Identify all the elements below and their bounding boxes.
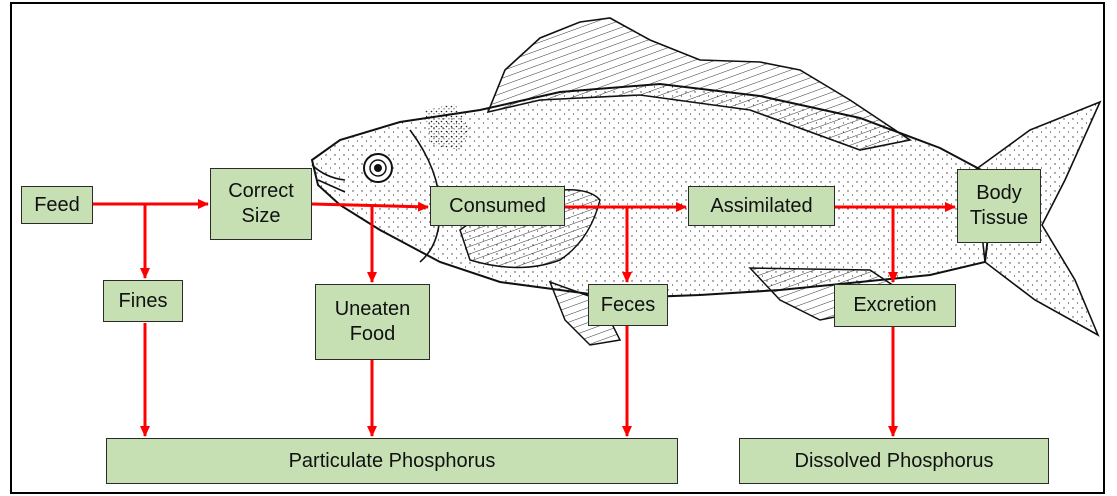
node-feces: Feces <box>588 284 668 326</box>
node-uneaten-food: Uneaten Food <box>315 284 430 360</box>
node-particulate-phosphorus: Particulate Phosphorus <box>106 438 678 484</box>
node-excretion: Excretion <box>834 284 956 327</box>
fish-body <box>312 84 990 298</box>
node-correct-size: Correct Size <box>210 168 312 240</box>
node-feed: Feed <box>21 186 93 224</box>
node-consumed: Consumed <box>430 186 565 226</box>
node-body-tissue: Body Tissue <box>957 169 1041 243</box>
node-dissolved-phosphorus: Dissolved Phosphorus <box>739 438 1049 484</box>
node-assimilated: Assimilated <box>688 186 835 226</box>
node-fines: Fines <box>103 280 183 322</box>
gill-patch <box>425 104 470 150</box>
